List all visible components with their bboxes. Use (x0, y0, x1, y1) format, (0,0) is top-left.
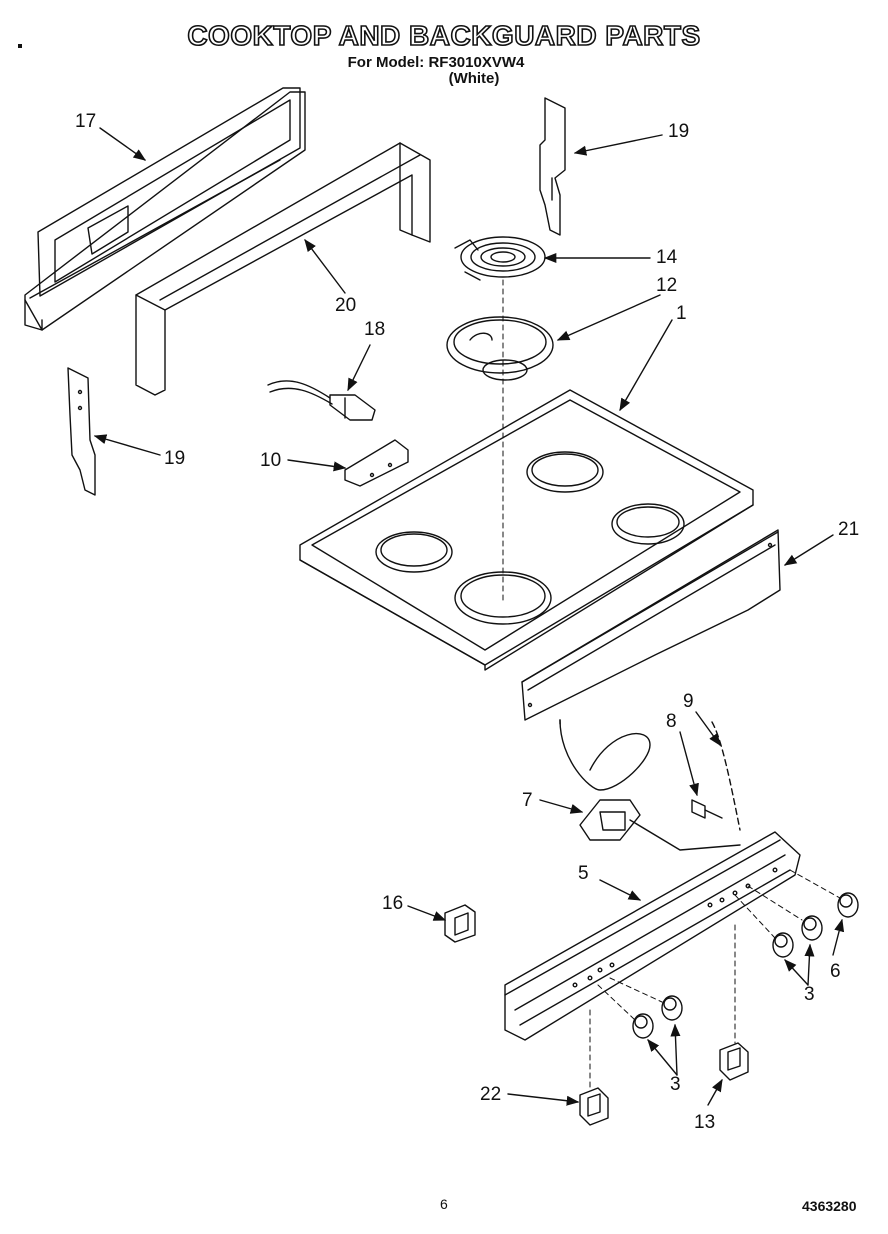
switch-part-22 (579, 1087, 609, 1126)
callout-20: 20 (335, 295, 357, 316)
callout-7: 7 (522, 790, 533, 811)
callout-19-right: 19 (668, 121, 690, 142)
document-number: 4363280 (802, 1198, 857, 1214)
callout-5: 5 (578, 863, 589, 884)
callout-14: 14 (656, 247, 678, 268)
callout-12: 12 (656, 275, 678, 296)
backguard-panel-part-17 (24, 87, 306, 331)
callout-3-left: 3 (670, 1074, 681, 1095)
backguard-support-part-20 (135, 142, 431, 396)
wire-harness-part-18 (267, 380, 376, 421)
callout-19-left: 19 (164, 448, 186, 469)
drip-bowl-part-12 (446, 316, 554, 381)
switch-part-13 (719, 1042, 749, 1081)
page-number: 6 (440, 1196, 448, 1212)
surface-element-part-14 (454, 236, 546, 281)
callout-16: 16 (382, 893, 404, 914)
cooktop-part-1 (299, 389, 754, 671)
page-title: COOKTOP AND BACKGUARD PARTS (187, 19, 701, 52)
model-line: For Model: RF3010XVW4 (347, 54, 525, 71)
knob-part-3-b (632, 1013, 654, 1039)
knob-part-3-a (661, 995, 683, 1021)
front-panel-part-21 (521, 529, 781, 721)
callout-10: 10 (260, 450, 282, 471)
knob-part-3-d (772, 932, 794, 958)
callout-6: 6 (830, 961, 841, 982)
control-panel-part-5 (504, 831, 801, 1041)
infinite-switch-part-7 (579, 799, 741, 851)
callout-9: 9 (683, 691, 694, 712)
wire-part-9 (711, 721, 741, 831)
clip-part-16 (444, 904, 476, 943)
bracket-part-10 (344, 439, 409, 487)
callout-3-right: 3 (804, 984, 815, 1005)
knob-part-3-c (801, 915, 823, 941)
color-line: (White) (448, 70, 500, 87)
knob-part-6 (837, 892, 859, 918)
callout-8: 8 (666, 711, 677, 732)
side-bracket-part-19-left (67, 367, 96, 496)
callout-22: 22 (480, 1084, 502, 1105)
corner-mark (18, 44, 22, 48)
callout-18: 18 (364, 319, 386, 340)
callout-21: 21 (838, 519, 860, 540)
side-bracket-part-19-right (539, 97, 566, 236)
screw-part-8 (691, 799, 723, 819)
callout-17: 17 (75, 111, 97, 132)
callout-13: 13 (694, 1112, 716, 1133)
callout-1: 1 (676, 303, 687, 324)
